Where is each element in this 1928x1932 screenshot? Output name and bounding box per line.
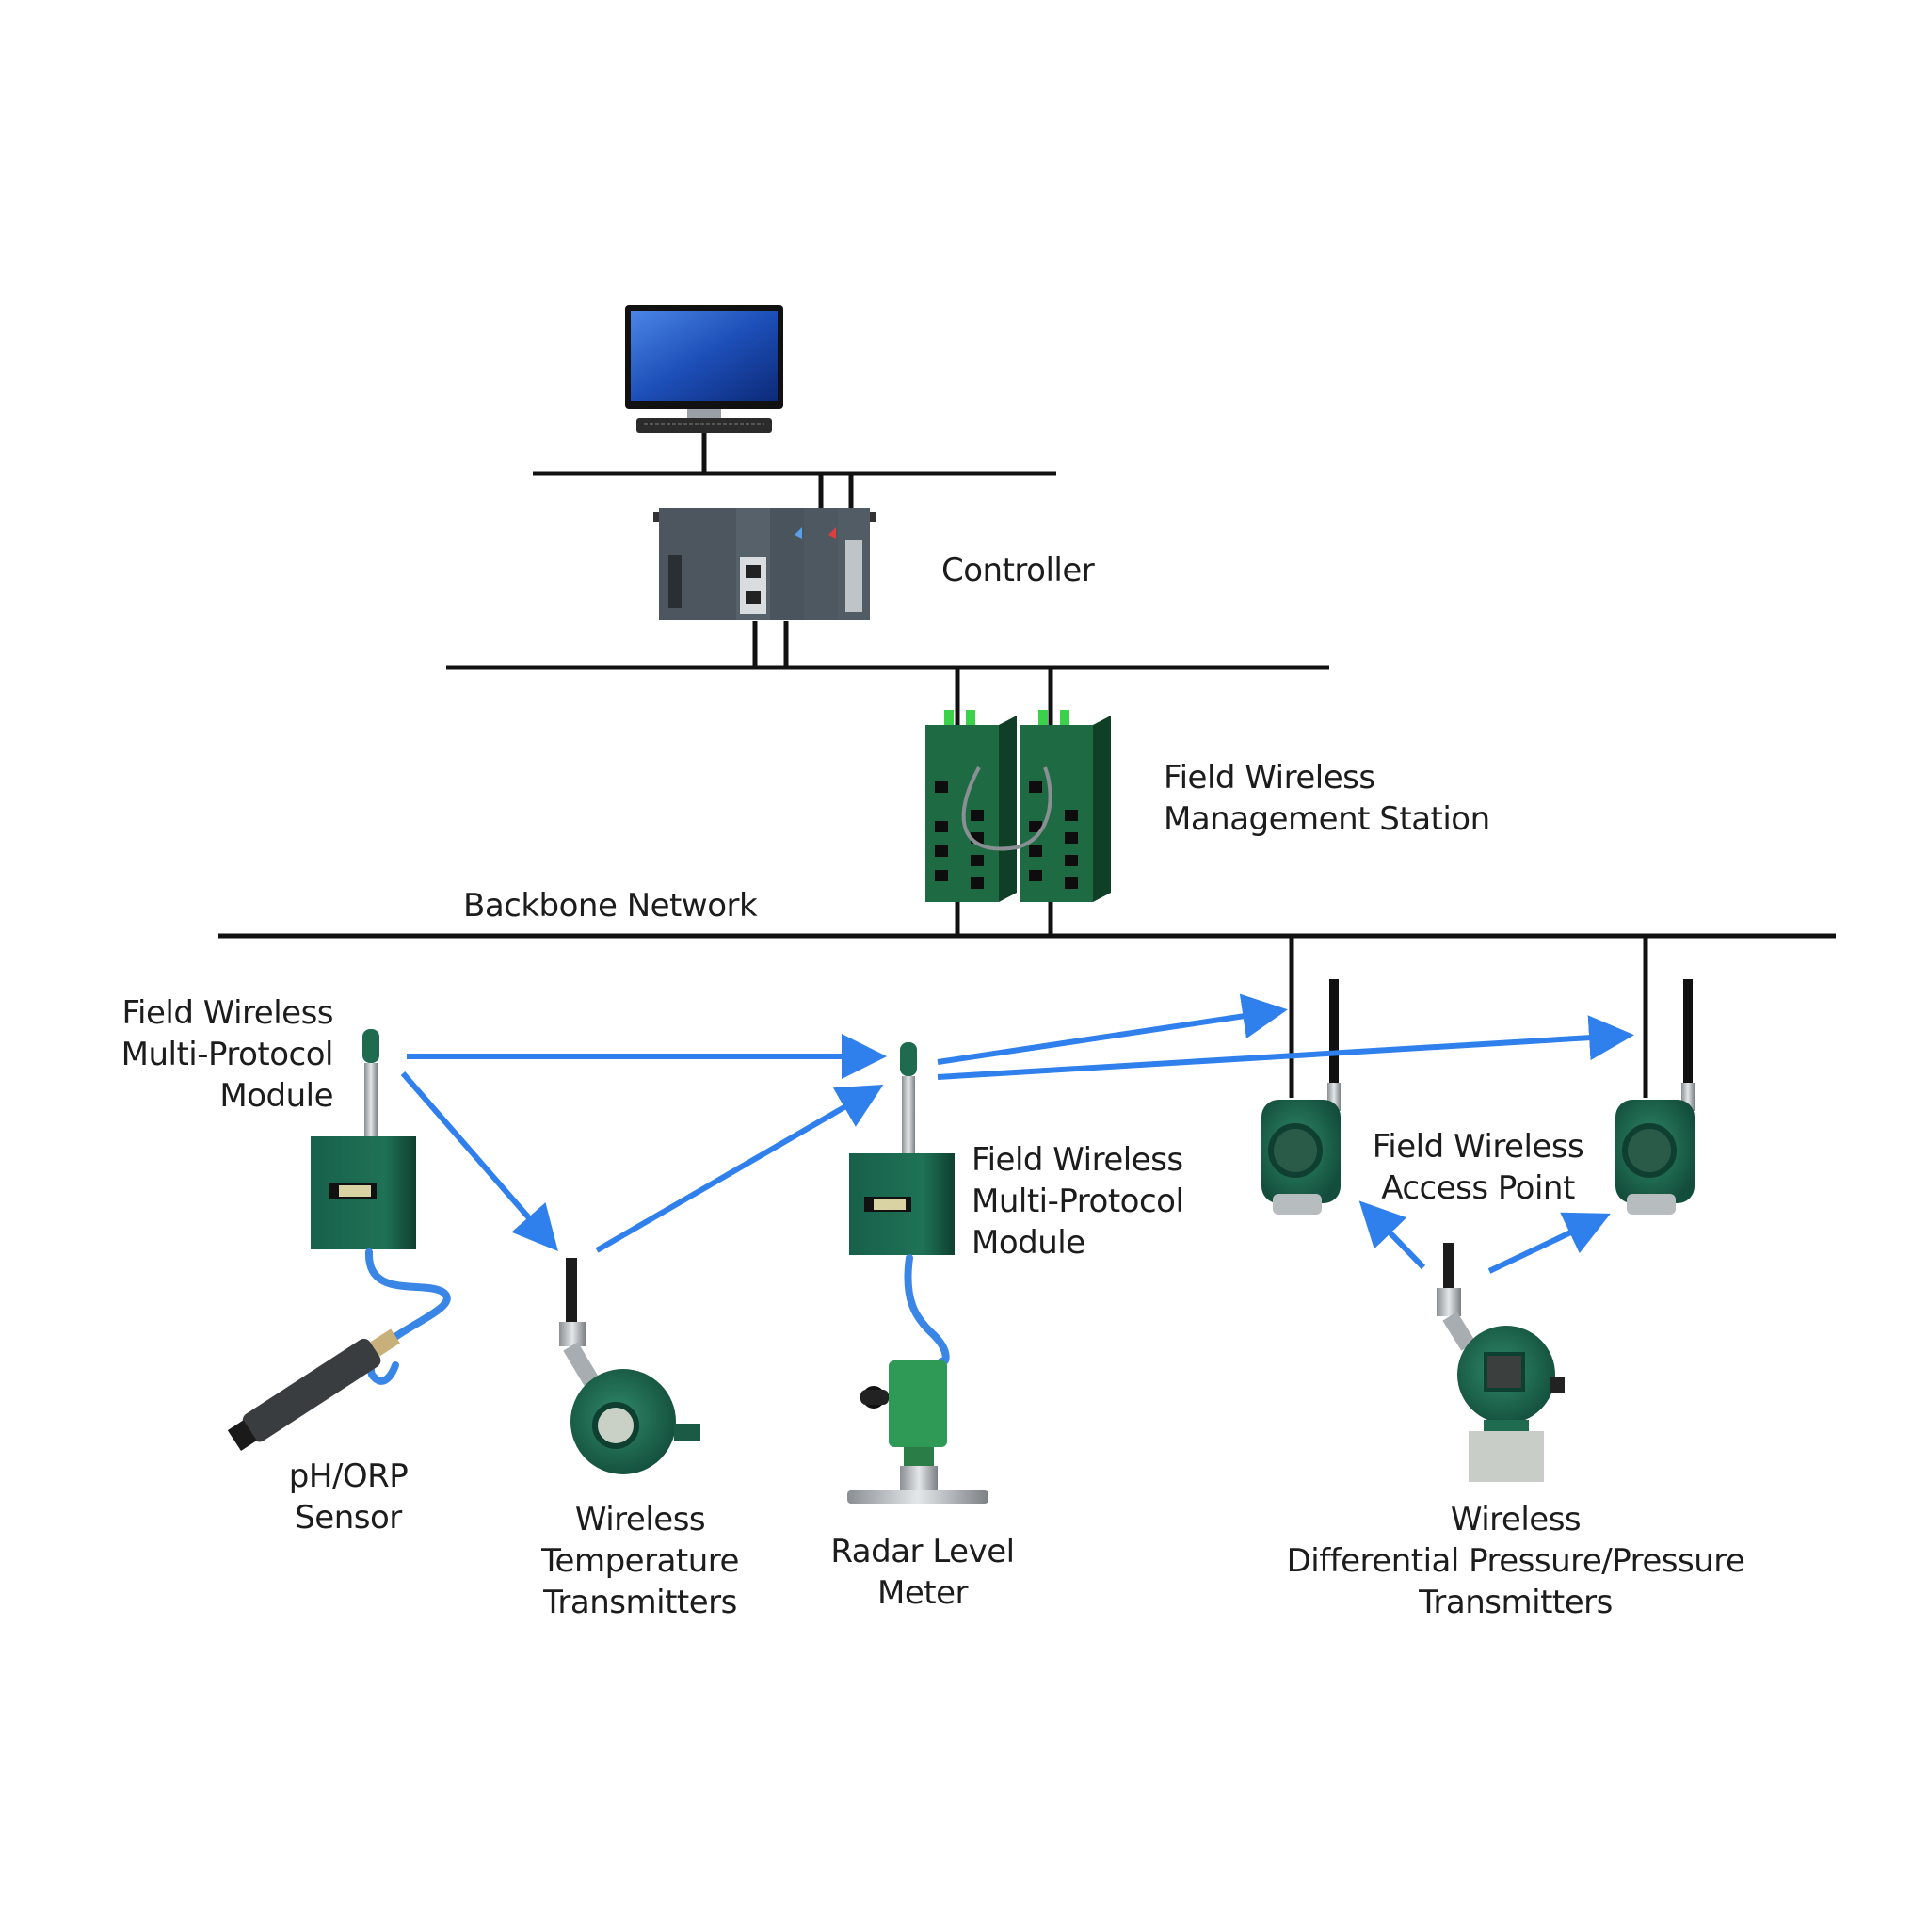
wireless-module-icon-center bbox=[849, 1042, 955, 1255]
backbone-network-label: Backbone Network bbox=[463, 887, 758, 925]
ph-sensor-label: pH/ORP Sensor bbox=[288, 1457, 409, 1537]
management-station-label: Field Wireless Management Station bbox=[1164, 759, 1490, 838]
module-to-radar-cable bbox=[904, 1254, 950, 1366]
arrow-dp-tx-to-ap2 bbox=[1487, 1212, 1611, 1274]
radar-level-icon bbox=[847, 1360, 988, 1504]
arrow-module-center-to-ap2 bbox=[937, 1015, 1634, 1080]
dp-transmitter-label: Wireless Differential Pressure/Pressure … bbox=[1286, 1501, 1745, 1621]
temperature-transmitter-icon bbox=[559, 1258, 700, 1474]
computer-monitor-icon bbox=[625, 305, 783, 433]
module-to-ph-cable bbox=[364, 1248, 451, 1385]
wireless-links bbox=[400, 993, 1634, 1274]
pressure-transmitter-icon bbox=[1437, 1243, 1565, 1482]
radar-level-meter-label: Radar Level Meter bbox=[830, 1533, 1015, 1612]
access-point-icon-2 bbox=[1615, 979, 1695, 1215]
module-center-label: Field Wireless Multi-Protocol Module bbox=[972, 1141, 1184, 1262]
arrow-temp-tx-to-module-center bbox=[595, 1084, 884, 1253]
temperature-transmitter-label: Wireless Temperature Transmitters bbox=[541, 1501, 739, 1621]
module-left-label: Field Wireless Multi-Protocol Module bbox=[120, 994, 334, 1115]
network-switch-icon bbox=[925, 710, 1111, 902]
access-point-label: Field Wireless Access Point bbox=[1372, 1128, 1584, 1207]
arrow-dp-tx-to-ap1 bbox=[1358, 1200, 1426, 1270]
wired-drop-lines bbox=[701, 433, 1648, 1098]
plc-controller-icon bbox=[653, 508, 876, 620]
controller-label: Controller bbox=[941, 552, 1095, 589]
ph-probe-icon bbox=[227, 1328, 400, 1451]
arrow-module-left-to-temp-tx bbox=[400, 1071, 558, 1252]
access-point-icon-1 bbox=[1261, 979, 1341, 1215]
arrow-module-center-to-ap1 bbox=[937, 993, 1288, 1065]
wireless-module-icon-left bbox=[311, 1029, 416, 1249]
